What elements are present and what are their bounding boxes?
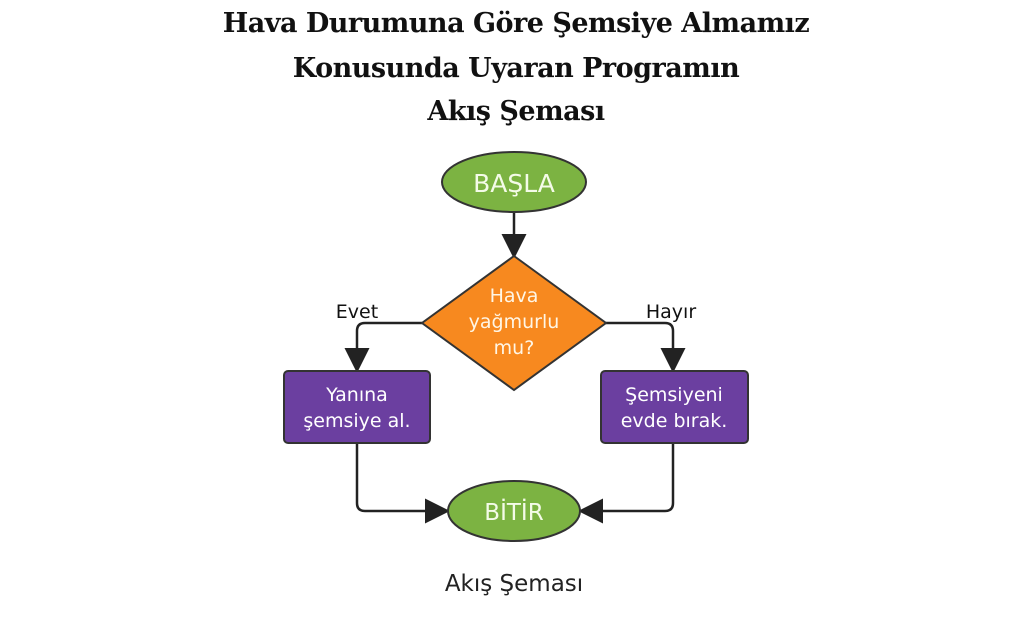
end-node [447, 480, 581, 542]
arrow-yes-end [355, 443, 450, 524]
caption: Akış Şeması [445, 571, 583, 597]
arrow-no-end [578, 443, 675, 524]
decision-label-2: yağmurlu [469, 311, 560, 333]
title-line-3: Akış Şeması [427, 96, 605, 127]
arrow-no [606, 321, 686, 373]
decision-label-1: Hava [490, 285, 539, 307]
yes-label: Evet [336, 301, 378, 323]
yes-action-node [283, 370, 431, 444]
start-node [441, 151, 587, 213]
title-line-1: Hava Durumuna Göre Şemsiye Almamız [222, 8, 810, 39]
yes-action-label-2: şemsiye al. [303, 410, 410, 432]
decision-label-3: mu? [494, 337, 535, 359]
no-label: Hayır [646, 301, 696, 323]
yes-action-label-1: Yanına [325, 384, 388, 406]
title-line-2: Konusunda Uyaran Programın [292, 53, 740, 84]
arrow-yes [344, 321, 422, 373]
start-label: BAŞLA [473, 169, 555, 198]
end-label: BİTİR [484, 498, 543, 526]
no-action-label-1: Şemsiyeni [625, 384, 723, 406]
no-action-node [600, 370, 749, 444]
no-action-label-2: evde bırak. [621, 410, 728, 432]
decision-node [420, 254, 608, 392]
